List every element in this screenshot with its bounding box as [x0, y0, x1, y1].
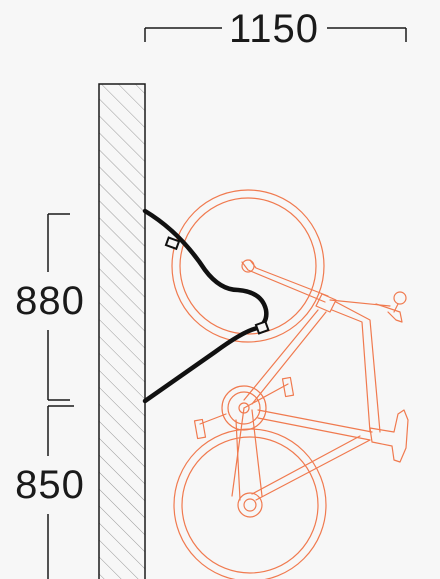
seat-stay: [255, 439, 371, 501]
hook-clip-lower: [254, 320, 270, 335]
width-dimension: [144, 27, 407, 42]
lower-height-label: 850: [15, 463, 85, 507]
down-tube: [243, 309, 319, 401]
seat-stay-inner: [251, 435, 361, 495]
hook-clips: [164, 236, 270, 335]
hook-clip-upper: [164, 236, 181, 251]
saddle: [369, 409, 409, 463]
fork: [241, 259, 329, 303]
height-dimensions: [47, 213, 74, 579]
chainring: [221, 385, 267, 431]
pedal: [193, 376, 295, 440]
rear-wheel: [173, 428, 327, 579]
seat-tube-inner: [257, 417, 371, 441]
hook-upper-arm: [142, 208, 269, 331]
seat-tube: [257, 409, 373, 433]
wall-hook: [142, 208, 269, 404]
hook-lower-arm: [142, 325, 261, 404]
chain-stay-right: [251, 409, 263, 497]
wall-section: [98, 83, 146, 579]
upper-height-label: 880: [15, 279, 85, 323]
head-tube: [315, 293, 337, 313]
width-dimension-label: 1150: [229, 7, 319, 51]
front-wheel: [171, 189, 325, 343]
handlebar: [329, 291, 407, 323]
down-tube-inner: [251, 311, 327, 405]
bicycle: [171, 189, 409, 579]
top-tube-inner: [331, 309, 371, 433]
chain-stay-inner: [235, 419, 241, 501]
wall: [98, 83, 146, 579]
top-tube: [335, 301, 381, 433]
